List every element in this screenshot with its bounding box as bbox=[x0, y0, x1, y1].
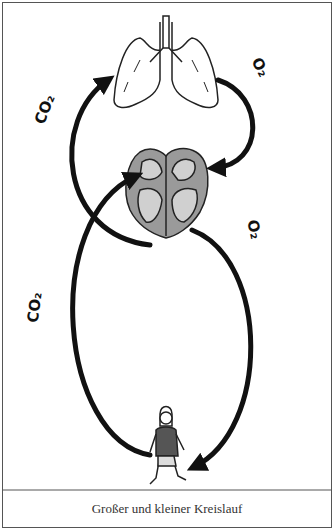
gas-label: CO₂ bbox=[33, 93, 58, 127]
caption: Großer und kleiner Kreislauf bbox=[4, 501, 330, 517]
gas-label: O₂ bbox=[249, 55, 271, 79]
gas-label: CO₂ bbox=[26, 291, 45, 323]
person-drawing bbox=[150, 407, 186, 485]
heart-drawing bbox=[126, 149, 208, 238]
lungs-drawing bbox=[114, 16, 218, 107]
gas-label: O₂ bbox=[244, 218, 263, 240]
caption-divider bbox=[3, 490, 332, 491]
frame bbox=[3, 3, 332, 528]
blood-flow-arrows bbox=[72, 80, 253, 467]
